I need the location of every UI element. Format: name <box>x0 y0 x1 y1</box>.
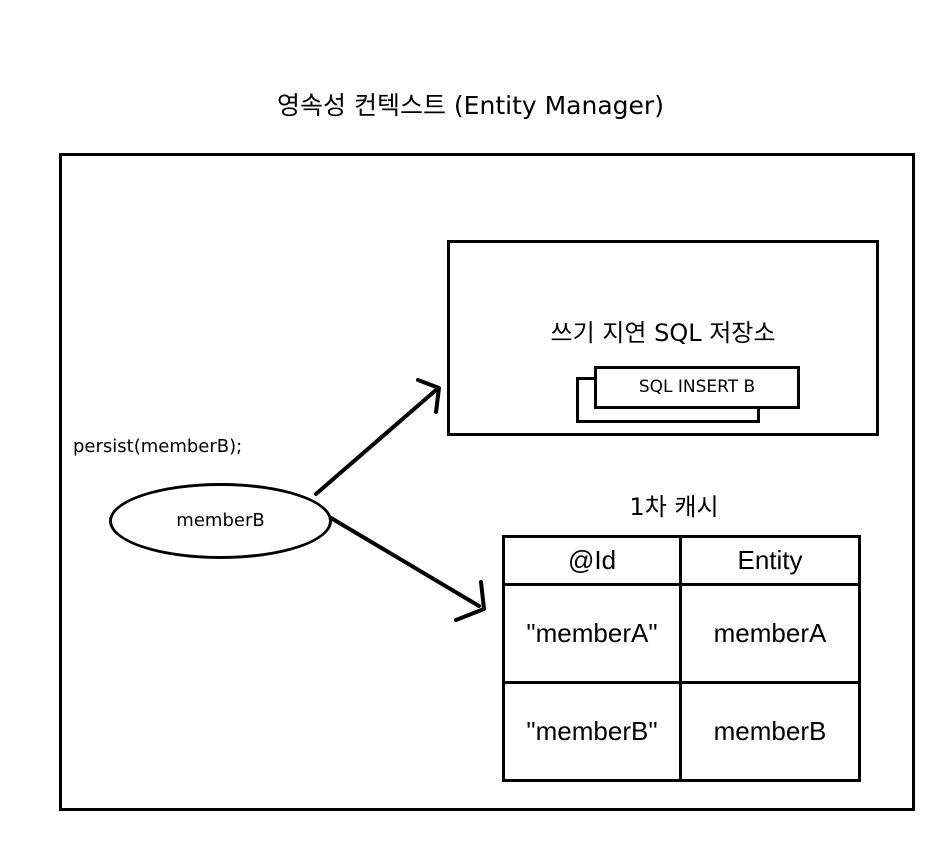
cache-header-entity: Entity <box>679 535 861 586</box>
arrow-to-first-level-cache <box>329 516 481 608</box>
cache-cell-entity: memberA <box>679 583 861 684</box>
first-level-cache-title: 1차 캐시 <box>629 493 719 521</box>
first-level-cache-table: @Id Entity "memberA" memberA "memberB" m… <box>502 535 861 782</box>
persist-call-label: persist(memberB); <box>73 436 243 457</box>
cache-cell-entity: memberB <box>679 681 861 782</box>
cache-cell-id: "memberA" <box>502 583 682 684</box>
write-behind-sql-store-label: 쓰기 지연 SQL 저장소 <box>550 319 776 347</box>
arrow-to-sql-store <box>314 388 438 496</box>
cache-header-row: @Id Entity <box>502 535 861 586</box>
sql-insert-card: SQL INSERT B <box>594 366 800 409</box>
cache-row: "memberA" memberA <box>502 583 861 684</box>
arrowhead-to-first-level-cache <box>454 580 486 622</box>
cache-row: "memberB" memberB <box>502 681 861 782</box>
entity-node-memberb: memberB <box>109 483 332 559</box>
arrowhead-to-sql-store <box>416 378 441 414</box>
diagram-title: 영속성 컨텍스트 (Entity Manager) <box>277 91 664 120</box>
persistence-context-box <box>59 153 915 811</box>
cache-cell-id: "memberB" <box>502 681 682 782</box>
cache-header-id: @Id <box>502 535 682 586</box>
write-behind-sql-store-box <box>447 240 879 436</box>
